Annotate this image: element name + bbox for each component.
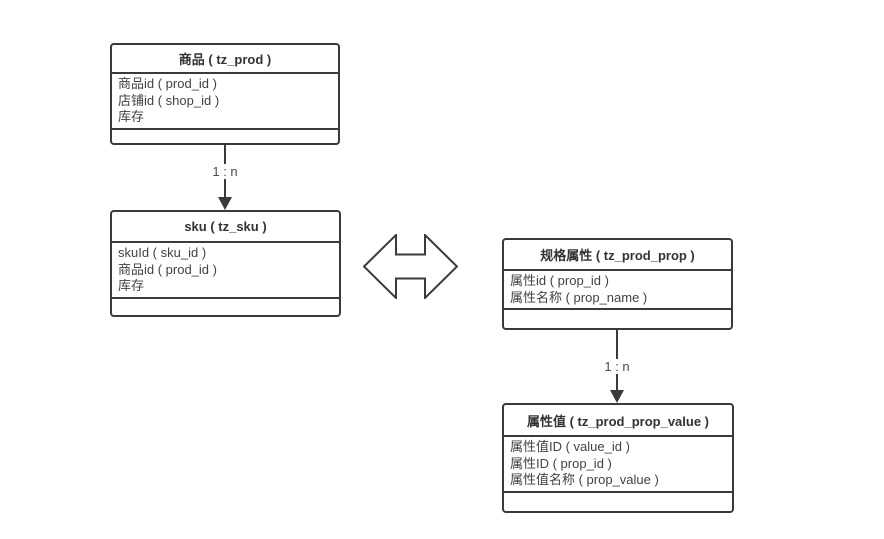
entity-prod-prop[interactable]: 规格属性 ( tz_prod_prop ) 属性id ( prop_id ) 属…	[502, 238, 733, 330]
entity-field: 属性ID ( prop_id )	[510, 455, 612, 471]
entity-field: 属性id ( prop_id )	[510, 273, 609, 288]
relation-label: 1 : n	[209, 164, 241, 179]
entity-prod-prop-fields: 属性id ( prop_id ) 属性名称 ( prop_name )	[504, 269, 731, 308]
entity-sku-fields: skuId ( sku_id ) 商品id ( prod_id ) 库存	[112, 241, 339, 297]
entity-prod-empty-section	[112, 127, 338, 144]
entity-prod-prop-empty-section	[504, 308, 731, 328]
entity-field: 属性值ID ( value_id )	[510, 439, 630, 454]
relation-label: 1 : n	[601, 359, 633, 374]
entity-field: skuId ( sku_id )	[118, 245, 207, 260]
entity-field: 库存	[118, 109, 145, 124]
entity-field: 属性值名称 ( prop_value )	[510, 472, 659, 487]
entity-field: 属性名称 ( prop_name )	[510, 289, 648, 305]
entity-prod[interactable]: 商品 ( tz_prod ) 商品id ( prod_id ) 店铺id ( s…	[110, 43, 340, 145]
entity-sku-title: sku ( tz_sku )	[184, 219, 267, 234]
entity-sku[interactable]: sku ( tz_sku ) skuId ( sku_id ) 商品id ( p…	[110, 210, 341, 317]
entity-prop-value-empty-section	[504, 490, 732, 512]
entity-prod-prop-title: 规格属性 ( tz_prod_prop )	[540, 248, 695, 263]
entity-field: 库存	[118, 278, 145, 293]
connector-prod-sku[interactable]: 1 : n	[190, 145, 260, 210]
entity-prop-value-fields: 属性值ID ( value_id ) 属性ID ( prop_id ) 属性值名…	[504, 435, 732, 491]
entity-field: 商品id ( prod_id )	[118, 261, 217, 277]
entity-prop-value[interactable]: 属性值 ( tz_prod_prop_value ) 属性值ID ( value…	[502, 403, 734, 513]
entity-prop-value-title: 属性值 ( tz_prod_prop_value )	[526, 413, 710, 429]
entity-field: 商品id ( prod_id )	[118, 76, 217, 91]
down-arrowhead-icon	[610, 390, 624, 403]
entity-prod-fields: 商品id ( prod_id ) 店铺id ( shop_id ) 库存	[112, 72, 338, 128]
entity-prod-title: 商品 ( tz_prod )	[178, 52, 272, 67]
entity-sku-empty-section	[112, 296, 339, 316]
double-horizontal-arrow-icon[interactable]	[363, 234, 458, 299]
connector-prop-value[interactable]: 1 : n	[582, 330, 652, 403]
entity-field: 店铺id ( shop_id )	[118, 92, 220, 108]
down-arrowhead-icon	[218, 197, 232, 210]
